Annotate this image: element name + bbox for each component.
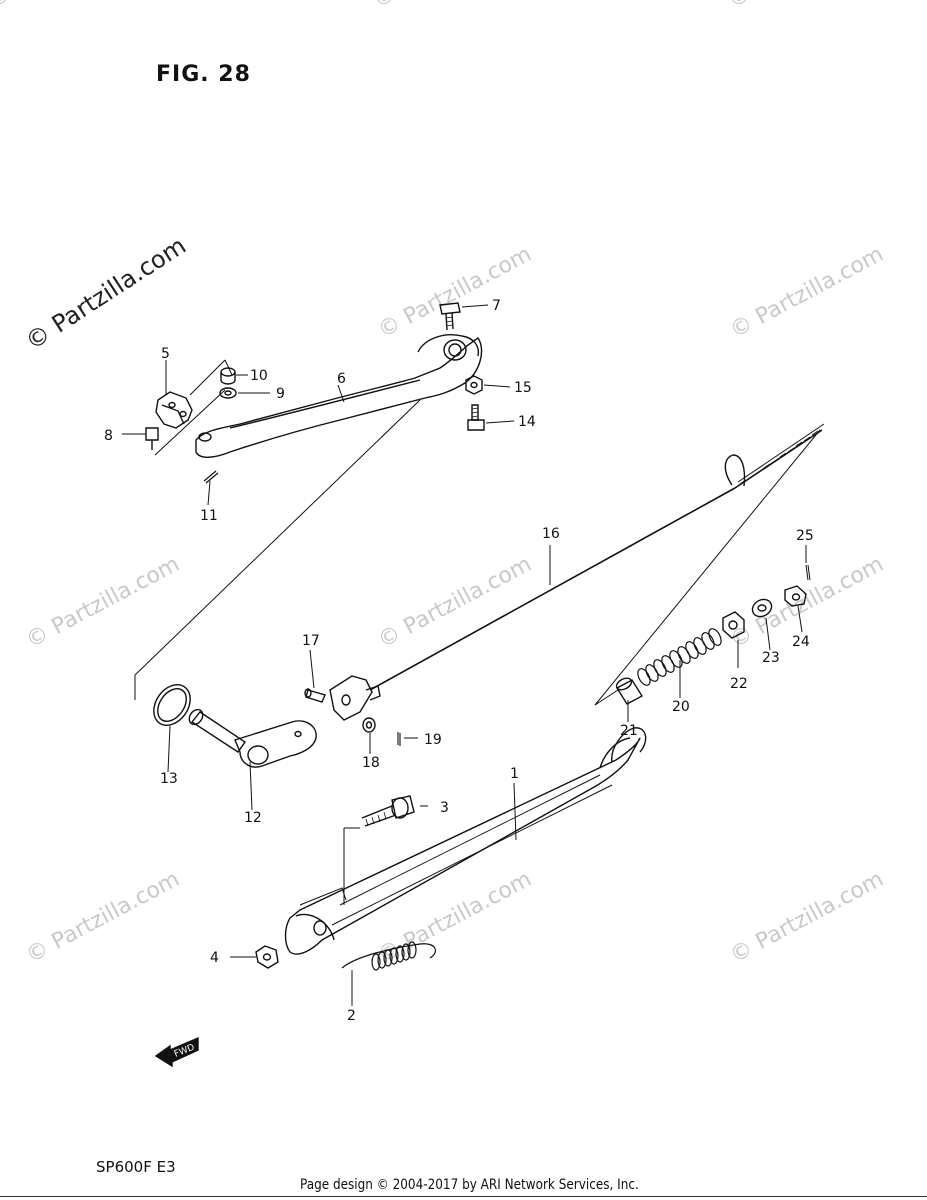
footer-copyright: Page design © 2004-2017 by ARI Network S… <box>300 1177 639 1193</box>
pedal-tip-bracket <box>155 391 193 429</box>
fwd-label: FWD <box>173 1043 196 1060</box>
adjuster-nut <box>722 611 745 639</box>
callout-23: 23 <box>762 650 780 666</box>
forward-arrow-icon: FWD <box>154 1036 199 1068</box>
model-code: SP600F E3 <box>96 1158 176 1176</box>
callout-13: 13 <box>160 771 178 787</box>
joint-pin <box>304 688 326 703</box>
callout-4: 4 <box>210 950 219 966</box>
callout-5: 5 <box>161 346 170 362</box>
bolt <box>467 404 485 431</box>
bolt <box>439 302 461 331</box>
callout-14: 14 <box>518 414 536 430</box>
rod-joint <box>329 675 381 721</box>
callouts: 1 2 3 4 5 6 7 8 9 10 11 12 13 14 15 16 1… <box>104 298 814 1024</box>
callout-22: 22 <box>730 676 748 692</box>
cotter-pin <box>203 470 219 484</box>
cotter-pin <box>805 564 811 581</box>
callout-2: 2 <box>347 1008 356 1024</box>
clevis-pin <box>145 427 159 450</box>
brake-rod <box>369 423 825 691</box>
callout-15: 15 <box>514 380 532 396</box>
callout-7: 7 <box>492 298 501 314</box>
circlip <box>153 684 191 726</box>
stand-spring <box>341 941 437 971</box>
callout-9: 9 <box>276 386 285 402</box>
callout-24: 24 <box>792 634 810 650</box>
pedal-arm <box>195 334 483 458</box>
washer <box>362 717 376 733</box>
callout-20: 20 <box>672 699 690 715</box>
callout-21: 21 <box>620 723 638 739</box>
nut <box>255 945 279 969</box>
leader-lines <box>122 304 807 1006</box>
callout-12: 12 <box>244 810 262 826</box>
cotter-pin <box>397 732 401 746</box>
callout-17: 17 <box>302 633 320 649</box>
adjuster-nut <box>784 585 807 607</box>
pivot-bolt <box>361 795 415 827</box>
footer-divider <box>0 1196 927 1197</box>
callout-16: 16 <box>542 526 560 542</box>
rod-joint-nut <box>751 598 773 618</box>
callout-3: 3 <box>440 800 449 816</box>
callout-19: 19 <box>424 732 442 748</box>
callout-25: 25 <box>796 528 814 544</box>
side-stand <box>284 727 647 955</box>
nut <box>465 375 483 395</box>
callout-1: 1 <box>510 766 519 782</box>
figure-title: FIG. 28 <box>156 62 251 87</box>
collar <box>220 367 236 385</box>
pivot-shaft-lever <box>188 708 317 768</box>
callout-10: 10 <box>250 368 268 384</box>
washer <box>219 387 237 399</box>
callout-6: 6 <box>337 371 346 387</box>
callout-18: 18 <box>362 755 380 771</box>
callout-8: 8 <box>104 428 113 444</box>
callout-11: 11 <box>200 508 218 524</box>
collar <box>615 677 643 705</box>
